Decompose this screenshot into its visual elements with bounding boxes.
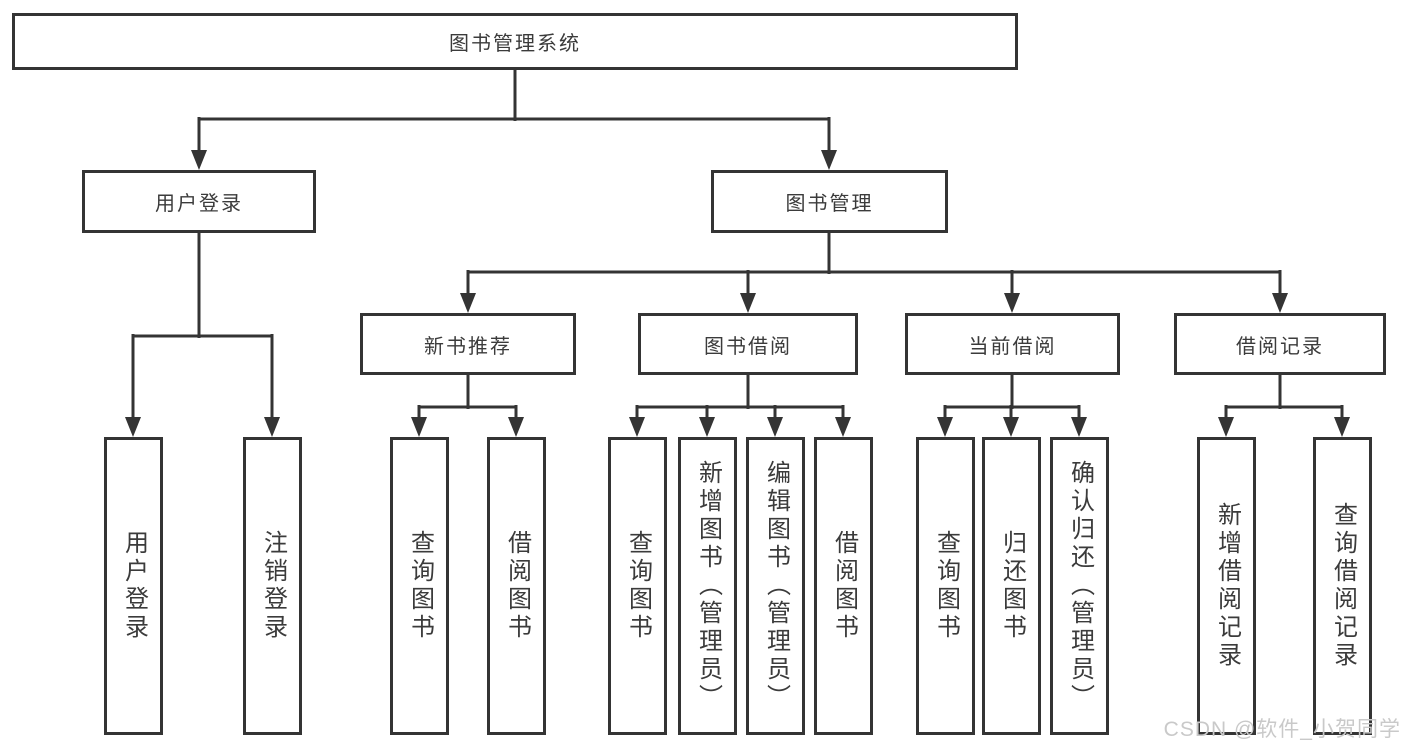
node-book-borrowing: 图书借阅 <box>638 313 858 375</box>
leaf-user-login: 用户登录 <box>104 437 163 735</box>
leaf-query-books-current: 查询图书 <box>916 437 975 735</box>
leaf-query-borrow-record: 查询借阅记录 <box>1313 437 1372 735</box>
node-label: 借阅记录 <box>1236 335 1324 358</box>
leaf-label: 查询借阅记录 <box>1329 502 1357 670</box>
node-label: 图书借阅 <box>704 335 792 358</box>
leaf-confirm-return-admin: 确认归还（管理员） <box>1050 437 1109 735</box>
leaf-label: 用户登录 <box>120 530 148 642</box>
leaf-label: 借阅图书 <box>503 530 531 642</box>
leaf-label: 编辑图书（管理员） <box>762 460 790 712</box>
node-label: 用户登录 <box>155 193 243 215</box>
leaf-add-books-admin: 新增图书（管理员） <box>678 437 737 735</box>
leaf-add-borrow-record: 新增借阅记录 <box>1197 437 1256 735</box>
leaf-label: 新增借阅记录 <box>1213 502 1241 670</box>
node-current-borrowing: 当前借阅 <box>905 313 1120 375</box>
node-borrowing-records: 借阅记录 <box>1174 313 1386 375</box>
leaf-label: 借阅图书 <box>830 530 858 642</box>
leaf-borrow-books-recommend: 借阅图书 <box>487 437 546 735</box>
leaf-label: 查询图书 <box>406 530 434 642</box>
leaf-label: 注销登录 <box>259 530 287 642</box>
node-label: 图书管理系统 <box>449 33 581 55</box>
node-user-login: 用户登录 <box>82 170 316 233</box>
leaf-label: 查询图书 <box>932 530 960 642</box>
leaf-return-books: 归还图书 <box>982 437 1041 735</box>
leaf-edit-books-admin: 编辑图书（管理员） <box>746 437 805 735</box>
node-new-book-recommend: 新书推荐 <box>360 313 576 375</box>
leaf-label: 确认归还（管理员） <box>1066 460 1094 712</box>
leaf-label: 查询图书 <box>624 530 652 642</box>
leaf-borrow-books: 借阅图书 <box>814 437 873 735</box>
arrowheads <box>125 150 1350 437</box>
leaf-logout: 注销登录 <box>243 437 302 735</box>
node-book-management: 图书管理 <box>711 170 948 233</box>
leaf-query-books-borrowing: 查询图书 <box>608 437 667 735</box>
node-root-system: 图书管理系统 <box>12 13 1018 70</box>
node-label: 当前借阅 <box>968 335 1057 358</box>
node-label: 新书推荐 <box>424 335 512 358</box>
leaf-label: 新增图书（管理员） <box>694 460 722 712</box>
leaf-query-books-recommend: 查询图书 <box>390 437 449 735</box>
watermark: CSDN @软件_小贺同学 <box>1163 718 1401 741</box>
leaf-label: 归还图书 <box>998 530 1026 642</box>
node-label: 图书管理 <box>785 193 874 215</box>
